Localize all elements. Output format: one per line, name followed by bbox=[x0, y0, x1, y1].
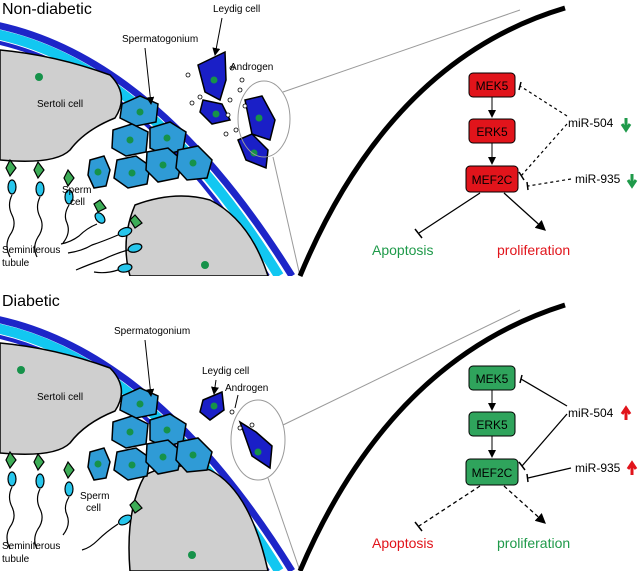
inhibition-lines bbox=[520, 378, 572, 479]
label-sperm-1: Sperm bbox=[62, 185, 91, 196]
label-tubule-2: tubule bbox=[2, 554, 30, 565]
mef2c-box bbox=[465, 458, 519, 486]
panel-title: Diabetic bbox=[2, 293, 60, 310]
leydig-nuclei bbox=[210, 76, 263, 157]
label-sperm-2: cell bbox=[70, 197, 85, 208]
zoom-line bbox=[282, 9, 521, 93]
label-spermatogonium: Spermatogonium bbox=[114, 326, 190, 337]
proliferation-link bbox=[503, 192, 546, 231]
proliferation-label: proliferation bbox=[497, 535, 570, 551]
spermatogonia-nuclei bbox=[94, 108, 197, 177]
label-leydig: Leydig cell bbox=[202, 366, 249, 377]
erk5-label: ERK5 bbox=[476, 418, 508, 432]
androgen-dots bbox=[229, 409, 255, 431]
sperm-cells bbox=[5, 158, 143, 274]
sertoli-cell bbox=[0, 49, 123, 162]
inhibition-lines bbox=[519, 85, 572, 187]
erk5-label: ERK5 bbox=[476, 125, 508, 139]
mir504-label: miR-504 bbox=[568, 116, 614, 130]
zoom-membrane bbox=[297, 5, 566, 277]
tubule-section bbox=[0, 316, 295, 571]
panel-title: Non-diabetic bbox=[2, 1, 92, 18]
mek5-label: MEK5 bbox=[476, 79, 509, 93]
sertoli-cell bbox=[0, 342, 123, 455]
label-sertoli: Sertoli cell bbox=[37, 99, 83, 110]
mef2c-label: MEF2C bbox=[472, 466, 513, 480]
zoom-membrane bbox=[297, 302, 566, 571]
down-arrow-icon bbox=[620, 118, 632, 133]
tubule-section bbox=[0, 22, 295, 276]
label-sperm-2: cell bbox=[86, 503, 101, 514]
zoom-line bbox=[267, 477, 301, 571]
zoom-circle bbox=[237, 80, 291, 158]
apoptosis-label: Apoptosis bbox=[372, 535, 433, 551]
inhibition-bars bbox=[518, 81, 529, 191]
label-androgen: Androgen bbox=[225, 383, 268, 394]
zoom-line bbox=[282, 309, 521, 426]
inhibition-bars bbox=[518, 374, 529, 483]
proliferation-link bbox=[503, 485, 546, 524]
zoom-line bbox=[272, 156, 301, 277]
apoptosis-link bbox=[418, 192, 481, 234]
label-leydig: Leydig cell bbox=[213, 4, 260, 15]
androgen-dots bbox=[185, 65, 248, 137]
label-androgen: Androgen bbox=[230, 62, 273, 73]
label-sertoli: Sertoli cell bbox=[37, 392, 83, 403]
label-tubule-2: tubule bbox=[2, 258, 30, 269]
nucleus bbox=[201, 261, 209, 269]
mir504-label: miR-504 bbox=[568, 406, 614, 420]
proliferation-label: proliferation bbox=[497, 242, 570, 258]
mek5-label: MEK5 bbox=[476, 372, 509, 386]
spermatogonia-cluster bbox=[87, 95, 213, 189]
label-sperm-1: Sperm bbox=[80, 491, 109, 502]
label-pointer bbox=[212, 17, 223, 56]
up-arrow-icon bbox=[626, 460, 638, 475]
sertoli-cell bbox=[125, 195, 269, 276]
nucleus bbox=[35, 73, 43, 81]
leydig-cell bbox=[197, 50, 227, 102]
up-arrow-icon bbox=[620, 405, 632, 420]
mir935-label: miR-935 bbox=[575, 172, 621, 186]
mef2c-box bbox=[465, 165, 519, 193]
label-spermatogonium: Spermatogonium bbox=[122, 34, 198, 45]
sertoli-cell bbox=[128, 465, 269, 571]
label-tubule-1: Seminiferous bbox=[2, 245, 60, 256]
apoptosis-link bbox=[418, 485, 481, 527]
label-tubule-1: Seminiferous bbox=[2, 541, 60, 552]
panel-nondiabetic: Non-diabetic bbox=[0, 1, 638, 277]
down-arrow-icon bbox=[626, 174, 638, 189]
leydig-cell bbox=[238, 420, 273, 470]
panel-diabetic: Diabetic bbox=[0, 293, 638, 571]
pathway-diabetic: MEK5 ERK5 MEF2C miR-504 miR-935 bbox=[372, 365, 638, 551]
label-pointer bbox=[144, 47, 155, 105]
sperm-cells bbox=[5, 450, 143, 551]
apoptosis-label: Apoptosis bbox=[372, 242, 433, 258]
pathway-nondiabetic: MEK5 ERK5 MEF2C miR-504 miR-935 bbox=[372, 72, 638, 258]
mef2c-label: MEF2C bbox=[472, 173, 513, 187]
zoom-circle bbox=[230, 399, 286, 481]
mir935-label: miR-935 bbox=[575, 461, 621, 475]
